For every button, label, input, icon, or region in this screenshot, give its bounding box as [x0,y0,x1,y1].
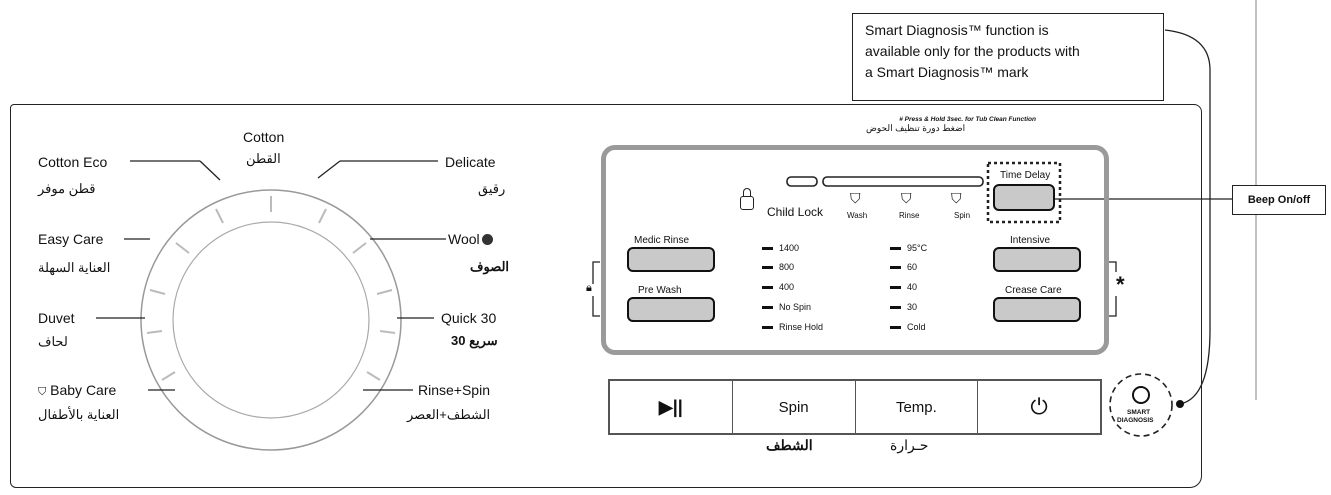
callout-line-3: a Smart Diagnosis™ mark [865,64,1029,80]
intensive-label: Intensive [1010,235,1051,246]
lock-shackle [743,188,751,197]
child-lock-label: Child Lock [767,205,824,219]
cotton-eco-label-ar: قطن موفر [38,181,96,196]
display-frame [601,145,1109,355]
wash-stage-icon: ⛉ [850,190,861,206]
spin-label-ar: الشطف [766,437,813,453]
spin-option-no-spin: No Spin [762,302,811,312]
spin-stage-icon: ⛉ [951,190,962,206]
pre-wash-button[interactable] [627,297,715,322]
medic-rinse-label: Medic Rinse [634,235,690,246]
asterisk-mark: * [1116,272,1125,297]
duvet-label: Duvet [38,310,75,326]
wool-icon [481,234,493,245]
baby-care-item: ⛉ Baby Care [38,382,116,399]
temp-button[interactable]: Temp. [855,381,979,433]
crease-care-label: Crease Care [1005,285,1062,296]
temp-option-30: 30 [890,302,917,312]
temp-option-60: 60 [890,262,917,272]
quick30-label: Quick 30 [441,310,497,326]
temp-option-cold: Cold [890,322,926,332]
stage-rinse-label: Rinse [899,211,920,220]
beep-onoff-label: Beep On/off [1232,185,1326,215]
smart-mark-line-1: SMART [1127,409,1151,416]
baby-care-label: Baby Care [50,382,117,398]
spin-option-rinse-hold: Rinse Hold [762,322,823,332]
start-pause-button[interactable]: ▶|| [610,381,733,433]
delicate-label-ar: رقيق [478,181,506,196]
baby-shirt-icon: ⛉ [38,386,47,398]
smart-diagnosis-callout: Smart Diagnosis™ function is available o… [852,13,1164,101]
pre-wash-label: Pre Wash [638,285,682,296]
easy-care-label-ar: العناية السهلة [38,260,111,275]
spin-option-1400: 1400 [762,243,799,253]
stage-spin-label: Spin [954,211,971,220]
temp-option-95: 95°C [890,243,927,253]
temp-option-40: 40 [890,282,917,292]
baby-care-label-ar: العناية بالأطفال [38,407,120,422]
control-panel [10,104,1202,488]
wool-label-ar: الصوف [470,259,510,274]
tub-clean-note-en: # Press & Hold 3sec. for Tub Clean Funct… [899,116,1036,123]
cotton-label: Cotton [243,129,285,145]
bottom-button-row: ▶|| Spin Temp. ⏻ [608,379,1102,435]
smart-mark-line-2: DIAGNOSIS [1117,417,1154,424]
time-delay-button[interactable] [993,184,1055,211]
easy-care-label: Easy Care [38,231,104,247]
delicate-label: Delicate [445,154,496,170]
cotton-label-ar: القطن [246,151,281,166]
tub-clean-note: # Press & Hold 3sec. for Tub Clean Funct… [866,116,1036,134]
intensive-button[interactable] [993,247,1081,272]
duvet-label-ar: لحاف [38,334,68,349]
bracket-lock-icon: 🔒︎ [586,282,592,294]
temp-label-ar: حـرارة [890,437,929,453]
callout-line-1: Smart Diagnosis™ function is [865,22,1049,38]
spin-option-800: 800 [762,262,794,272]
wool-item: Wool [448,231,493,247]
time-delay-label: Time Delay [1000,170,1051,181]
spin-button[interactable]: Spin [732,381,856,433]
lock-icon [740,196,754,210]
rinse-spin-label: Rinse+Spin [418,382,490,398]
stage-wash-label: Wash [847,211,868,220]
medic-rinse-button[interactable] [627,247,715,272]
quick30-label-ar: سريع 30 [451,333,498,348]
tub-clean-note-ar: اضغط دورة تنظيف الحوض [866,123,966,133]
callout-line-2: available only for the products with [865,43,1080,59]
crease-care-button[interactable] [993,297,1081,322]
cotton-eco-label: Cotton Eco [38,154,108,170]
spin-option-400: 400 [762,282,794,292]
rinse-spin-label-ar: الشطف+العصر [407,407,491,422]
power-button[interactable]: ⏻ [978,381,1100,433]
wool-label: Wool [448,231,480,247]
rinse-stage-icon: ⛉ [901,190,912,206]
